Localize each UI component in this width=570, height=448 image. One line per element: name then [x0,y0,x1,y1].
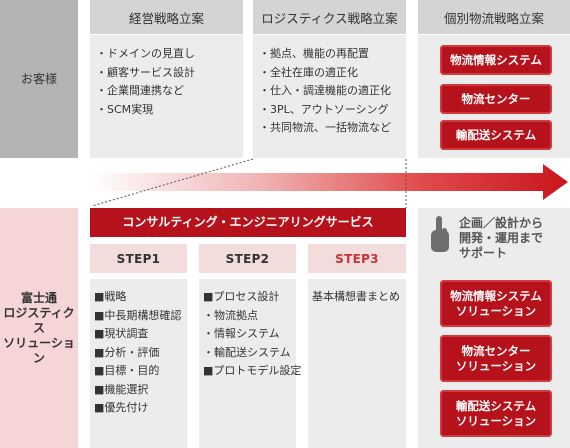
logistics-info-system-solution-button[interactable]: 物流情報システム ソリューション [440,280,552,327]
management-strategy-header: 経営戦略立案 [90,0,243,34]
step3-label: STEP3 [308,244,406,273]
list-item: ・共同物流、一括物流など [259,121,391,134]
support-heading-line: サポート [459,246,508,260]
list-item: ・情報システム [203,327,280,340]
step2-label: STEP2 [199,244,296,273]
step1-body: ■戦略 ■中長期構想確認 ■現状調査 ■分析・評価 ■目標・目的 ■機能選択 ■… [90,279,187,448]
flow-arrow [90,164,568,200]
list-item: ■戦略 [94,290,127,303]
list-item: ■中長期構想確認 [94,308,182,322]
list-item: ■現状調査 [94,327,149,340]
list-item: 基本構想書まとめ [312,290,400,303]
step3-body: 基本構想書まとめ [308,279,406,448]
step1-list: ■戦略 ■中長期構想確認 ■現状調査 ■分析・評価 ■目標・目的 ■機能選択 ■… [90,279,187,418]
consulting-engineering-banner: コンサルティング・エンジニアリングサービス [90,208,406,237]
list-item: ■目標・目的 [94,364,160,377]
logistics-center-button[interactable]: 物流センター [440,84,552,114]
management-strategy-list: ・ドメインの見直し ・顧客サービス設計 ・企業間連携など ・SCM実現 [90,35,243,119]
logistics-center-solution-button[interactable]: 物流センター ソリューション [440,335,552,382]
step1-label: STEP1 [90,244,187,273]
delivery-system-solution-button[interactable]: 輸配送システム ソリューション [440,390,552,437]
management-strategy-body: ・ドメインの見直し ・顧客サービス設計 ・企業間連携など ・SCM実現 [90,35,243,158]
individual-strategy-header: 個別物流戦略立案 [418,0,570,34]
step2-body: ■プロセス設計 ・物流拠点 ・情報システム ・輸配送システム ■プロトモデル設定 [199,279,302,448]
logistics-strategy-list: ・拠点、機能の再配置 ・全社在庫の適正化 ・仕入・調達機能の適正化 ・3PL、ア… [253,35,406,138]
list-item: ・3PL、アウトソーシング [259,102,389,116]
list-item: ・SCM実現 [96,102,154,116]
logistics-strategy-body: ・拠点、機能の再配置 ・全社在庫の適正化 ・仕入・調達機能の適正化 ・3PL、ア… [253,35,406,158]
flow-arrow-graphic [90,158,568,208]
list-item: ・全社在庫の適正化 [259,65,358,79]
support-heading-line: 企画／設計から [459,216,544,230]
delivery-system-button[interactable]: 輸配送システム [440,120,552,150]
step3-list: 基本構想書まとめ [308,279,406,307]
list-item: ・物流拠点 [203,308,258,322]
fujitsu-label-line: 富士通 [20,290,57,305]
list-item: ・ドメインの見直し [96,47,195,60]
pointing-hand-icon [431,216,449,252]
fujitsu-label-line: ソリューション [3,335,75,365]
customer-label: お客様 [20,71,57,86]
list-item: ■機能選択 [94,382,149,396]
list-item: ・顧客サービス設計 [96,65,195,79]
fujitsu-label-line: ロジスティクス [3,305,75,335]
list-item: ■優先付け [94,401,149,414]
logistics-strategy-header: ロジスティクス戦略立案 [253,0,406,34]
list-item: ・拠点、機能の再配置 [259,47,369,60]
list-item: ■プロトモデル設定 [203,364,302,377]
support-heading-line: 開発・運用まで [459,231,544,245]
list-item: ・輸配送システム [203,345,291,359]
fujitsu-row-label: 富士通 ロジスティクス ソリューション [0,208,78,448]
list-item: ・企業間連携など [96,84,184,97]
customer-row-label: お客様 [0,0,78,158]
step2-list: ■プロセス設計 ・物流拠点 ・情報システム ・輸配送システム ■プロトモデル設定 [199,279,302,381]
list-item: ■プロセス設計 [203,290,280,303]
support-heading: 企画／設計から 開発・運用まで サポート [459,216,569,261]
list-item: ■分析・評価 [94,345,160,359]
list-item: ・仕入・調達機能の適正化 [259,84,391,97]
logistics-info-system-button[interactable]: 物流情報システム [440,45,552,75]
